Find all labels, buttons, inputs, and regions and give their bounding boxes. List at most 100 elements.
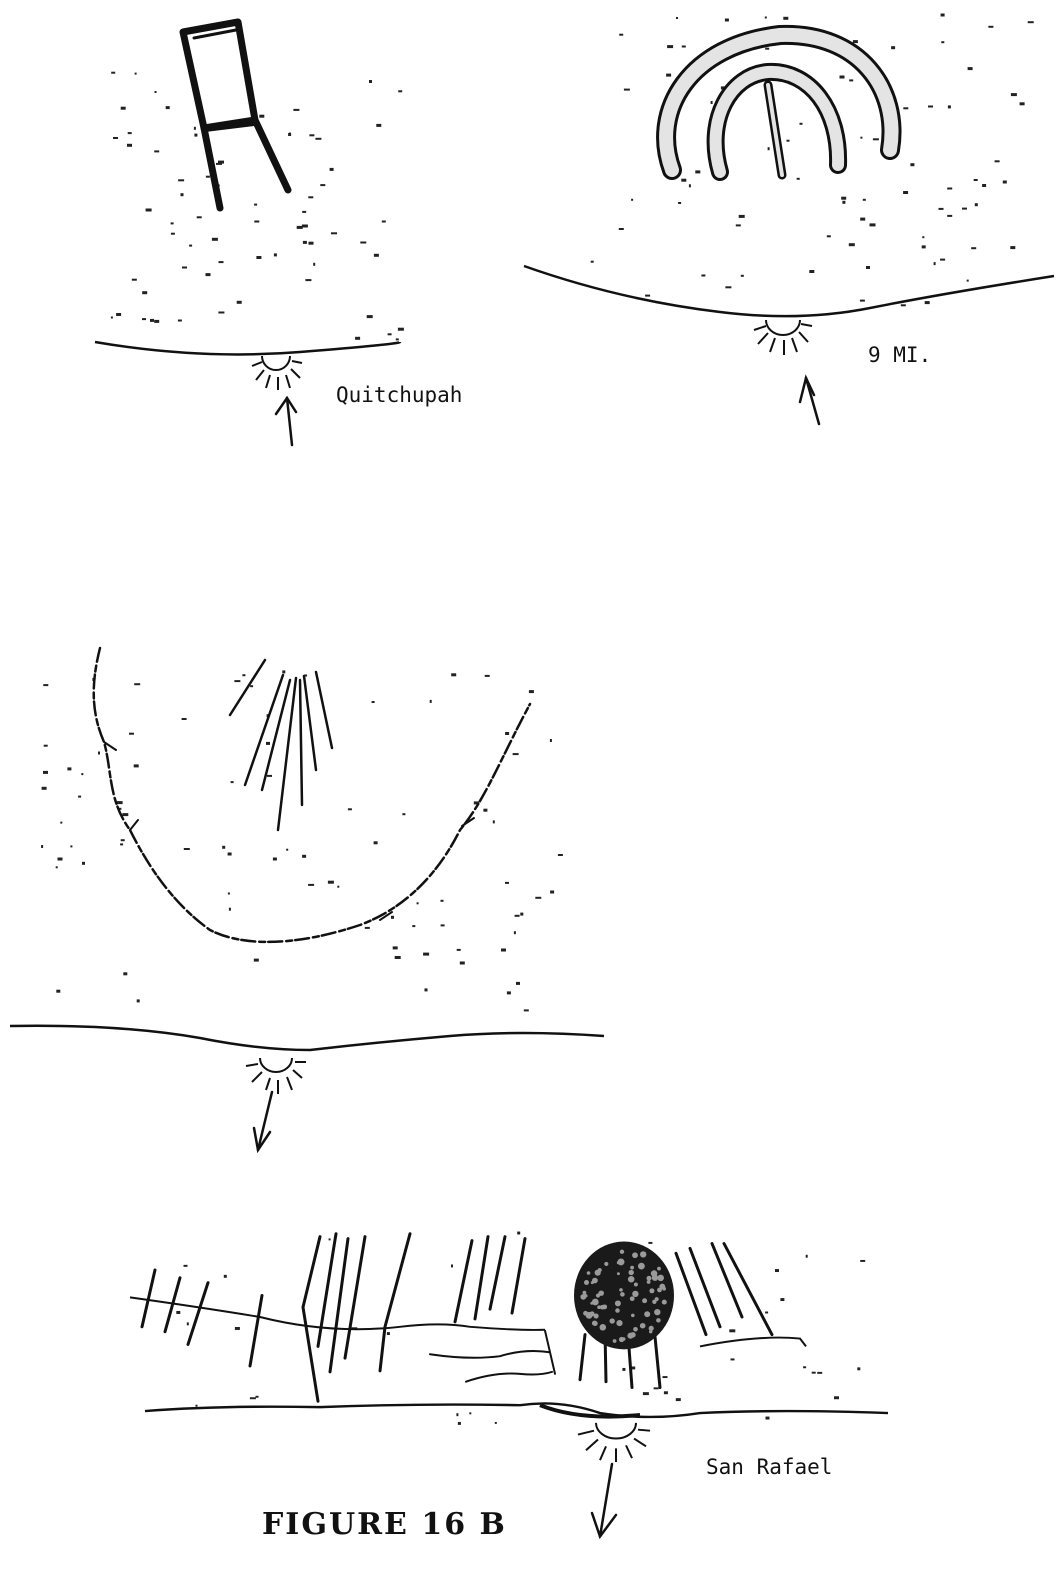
stipple-dot bbox=[67, 767, 71, 770]
stipple-dot bbox=[256, 256, 261, 259]
stipple-dot bbox=[41, 845, 43, 848]
stipple-dot bbox=[194, 134, 197, 137]
stipple-dot bbox=[237, 301, 242, 304]
stipple-dot bbox=[235, 1327, 240, 1330]
bush-glyph bbox=[574, 1242, 674, 1350]
ray-lines bbox=[230, 660, 332, 830]
stipple-dot bbox=[56, 990, 60, 993]
stipple-dot bbox=[376, 124, 381, 127]
stipple-dot bbox=[558, 854, 563, 856]
stipple-dot bbox=[184, 848, 190, 850]
bush-texture-dot bbox=[586, 1312, 593, 1319]
stipple-dot bbox=[282, 670, 285, 673]
bush-texture-dot bbox=[628, 1276, 635, 1282]
stipple-dot bbox=[787, 140, 790, 142]
bush-texture-dot bbox=[587, 1271, 591, 1275]
stipple-dot bbox=[398, 328, 404, 331]
stipple-dot bbox=[81, 773, 83, 775]
stipple-dot bbox=[127, 144, 132, 147]
stipple-dot bbox=[267, 775, 272, 777]
stipple-dot bbox=[331, 232, 337, 234]
stipple-dot bbox=[302, 211, 306, 213]
stipple-dot bbox=[834, 1396, 839, 1399]
stipple-dot bbox=[116, 313, 121, 316]
stipple-dot bbox=[809, 270, 814, 273]
stipple-dot bbox=[739, 215, 745, 218]
stipple-dot bbox=[273, 858, 277, 861]
stipple-dot bbox=[711, 101, 713, 104]
stipple-dot bbox=[293, 109, 299, 111]
panel-label-quitchupah: Quitchupah bbox=[336, 383, 462, 407]
stipple-dot bbox=[254, 221, 259, 223]
stipple-dot bbox=[783, 17, 788, 20]
bush-texture-dot bbox=[632, 1291, 638, 1297]
stipple-dot bbox=[303, 241, 307, 244]
stipple-dot bbox=[903, 107, 908, 109]
stipple-dot bbox=[962, 208, 967, 210]
panel-label-san-rafael: San Rafael bbox=[706, 1455, 832, 1479]
stipple-dot bbox=[441, 900, 444, 902]
stipple-dot bbox=[513, 753, 519, 755]
stipple-dot bbox=[387, 1332, 390, 1335]
stipple-dot bbox=[256, 1396, 259, 1398]
stipple-dot bbox=[58, 858, 63, 861]
stipple-dot bbox=[430, 700, 432, 703]
stipple-dot bbox=[663, 1376, 668, 1378]
stipple-dot bbox=[391, 916, 394, 919]
stipple-dot bbox=[216, 163, 222, 165]
stipple-dot bbox=[402, 813, 405, 815]
stipple-dot bbox=[234, 680, 240, 682]
stipple-dot bbox=[535, 897, 541, 899]
bush-texture-dot bbox=[657, 1275, 664, 1281]
stipple-dot bbox=[520, 913, 523, 916]
panel-quitchupah: Quitchupah bbox=[95, 22, 462, 445]
stipple-dot bbox=[619, 228, 624, 230]
stipple-dot bbox=[676, 1398, 681, 1401]
bush-texture-dot bbox=[592, 1299, 599, 1306]
stipple-dot bbox=[624, 89, 630, 91]
bush-texture-dot bbox=[600, 1305, 605, 1310]
bush-texture-dot bbox=[630, 1296, 635, 1301]
bush-texture-dot bbox=[600, 1324, 607, 1330]
bush-texture-dot bbox=[649, 1330, 652, 1333]
stipple-dot bbox=[135, 73, 137, 75]
bush-texture-dot bbox=[610, 1318, 615, 1323]
stipple-dot bbox=[178, 179, 184, 181]
stipple-dot bbox=[873, 138, 879, 140]
stipple-dot bbox=[212, 238, 218, 241]
bush-texture-dot bbox=[593, 1321, 598, 1326]
stipple-dot bbox=[122, 813, 128, 816]
stipple-dot bbox=[775, 1269, 779, 1272]
stipple-dot bbox=[155, 91, 157, 93]
stipple-dot bbox=[111, 317, 113, 319]
stipple-dot bbox=[849, 243, 855, 246]
bush-texture-dot bbox=[631, 1314, 635, 1318]
stipple-dot bbox=[367, 315, 373, 318]
stipple-dot bbox=[849, 79, 853, 81]
bush-texture-dot bbox=[620, 1250, 624, 1254]
stipple-dot bbox=[189, 245, 192, 247]
bowl-outline bbox=[94, 648, 530, 942]
stipple-dot bbox=[137, 999, 140, 1002]
bush-texture-dot bbox=[619, 1337, 624, 1342]
stipple-dot bbox=[328, 881, 334, 884]
bush-texture-dot bbox=[655, 1297, 659, 1301]
stipple-dot bbox=[666, 74, 671, 77]
stipple-dot bbox=[517, 1232, 520, 1235]
stipple-dot bbox=[922, 236, 924, 238]
stipple-dot bbox=[56, 866, 58, 868]
stipple-dot bbox=[44, 745, 48, 747]
stipple-dot bbox=[395, 956, 401, 959]
stipple-dot bbox=[974, 179, 978, 181]
stipple-dot bbox=[967, 280, 969, 282]
stipple-dot bbox=[134, 764, 139, 767]
stipple-dot bbox=[132, 279, 137, 281]
stipple-dot bbox=[780, 1298, 784, 1301]
bush-texture-dot bbox=[657, 1267, 661, 1271]
stipple-dot bbox=[43, 684, 48, 686]
stipple-dot bbox=[451, 673, 456, 676]
stipple-dot bbox=[947, 215, 952, 217]
stipple-dot bbox=[82, 862, 85, 865]
ground-line bbox=[524, 266, 1054, 316]
stipple-dot bbox=[524, 1009, 529, 1011]
